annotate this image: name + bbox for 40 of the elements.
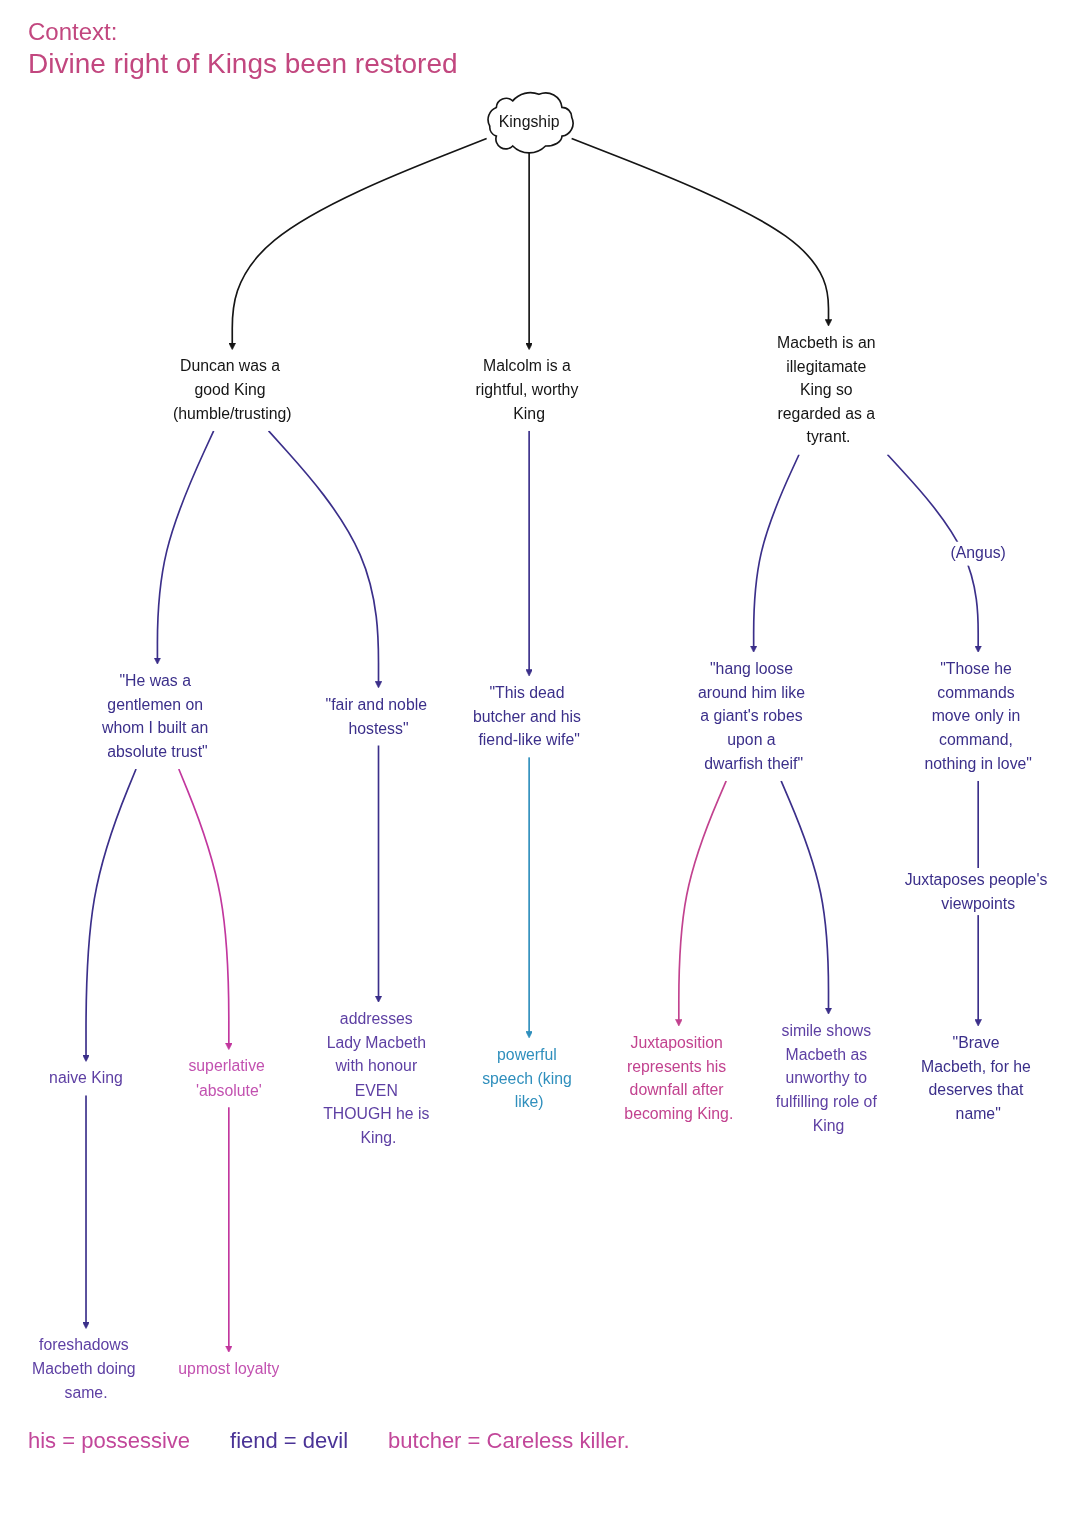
arrow [780,780,833,1015]
arrow [228,137,488,351]
node-text: "fair and noble hostess" [325,695,427,737]
node-text: upmost loyalty [178,1359,280,1378]
arrow [267,430,383,689]
annotation-note: his = possessive [28,1428,191,1455]
edge-label: Juxtaposes people's viewpoints [904,870,1048,912]
node-text: "This dead butcher and his fiend-like wife" [472,683,581,749]
node-text: superlative 'absolute' [188,1057,265,1099]
arrow [525,430,533,677]
node-text: Duncan was a good King (humble/trusting) [172,357,292,423]
context-heading: Context: [28,18,118,46]
arrow [374,744,383,1003]
edge-label: (Angus) [950,544,1006,562]
arrow [886,453,982,653]
node-text: Malcolm is a rightful, worthy King [475,357,579,423]
arrow [675,780,728,1027]
arrow [525,756,533,1039]
arrow [82,1094,90,1329]
arrow [177,768,233,1051]
node-text: addresses Lady Macbeth with honour EVEN THOUGH he is King. [323,1009,430,1146]
node-text: "hang loose around him like a giant's robes upon a dwarfish theif" [697,659,806,773]
arrow [153,430,215,665]
node-text: "Brave Macbeth, for he deserves that name" [921,1033,1031,1123]
arrow [82,768,137,1062]
node-text: Macbeth is an illegitamate King so regarded as a tyrant. [777,333,876,446]
node-text: "Those he commands move only in command, nothing in love" [924,659,1032,773]
arrow [570,137,833,327]
node-text: naive King [49,1069,123,1087]
arrow [750,453,800,653]
annotation-note: butcher = Careless killer. [388,1428,630,1455]
annotation-note: fiend = devil [230,1428,349,1455]
node-text: powerful speech (king like) [482,1045,572,1111]
node-text: Juxtaposition represents his downfall after becoming King. [624,1033,734,1123]
arrow [225,1106,233,1353]
context-note: Divine right of Kings been restored [28,48,458,80]
node-text: foreshadows Macbeth doing same. [31,1336,136,1402]
node-text: simile shows Macbeth as unworthy to fulfilling role of King [775,1021,877,1134]
arrow [525,151,533,351]
node-text: "He was a gentlemen on whom I built an absolute trust" [102,671,209,761]
